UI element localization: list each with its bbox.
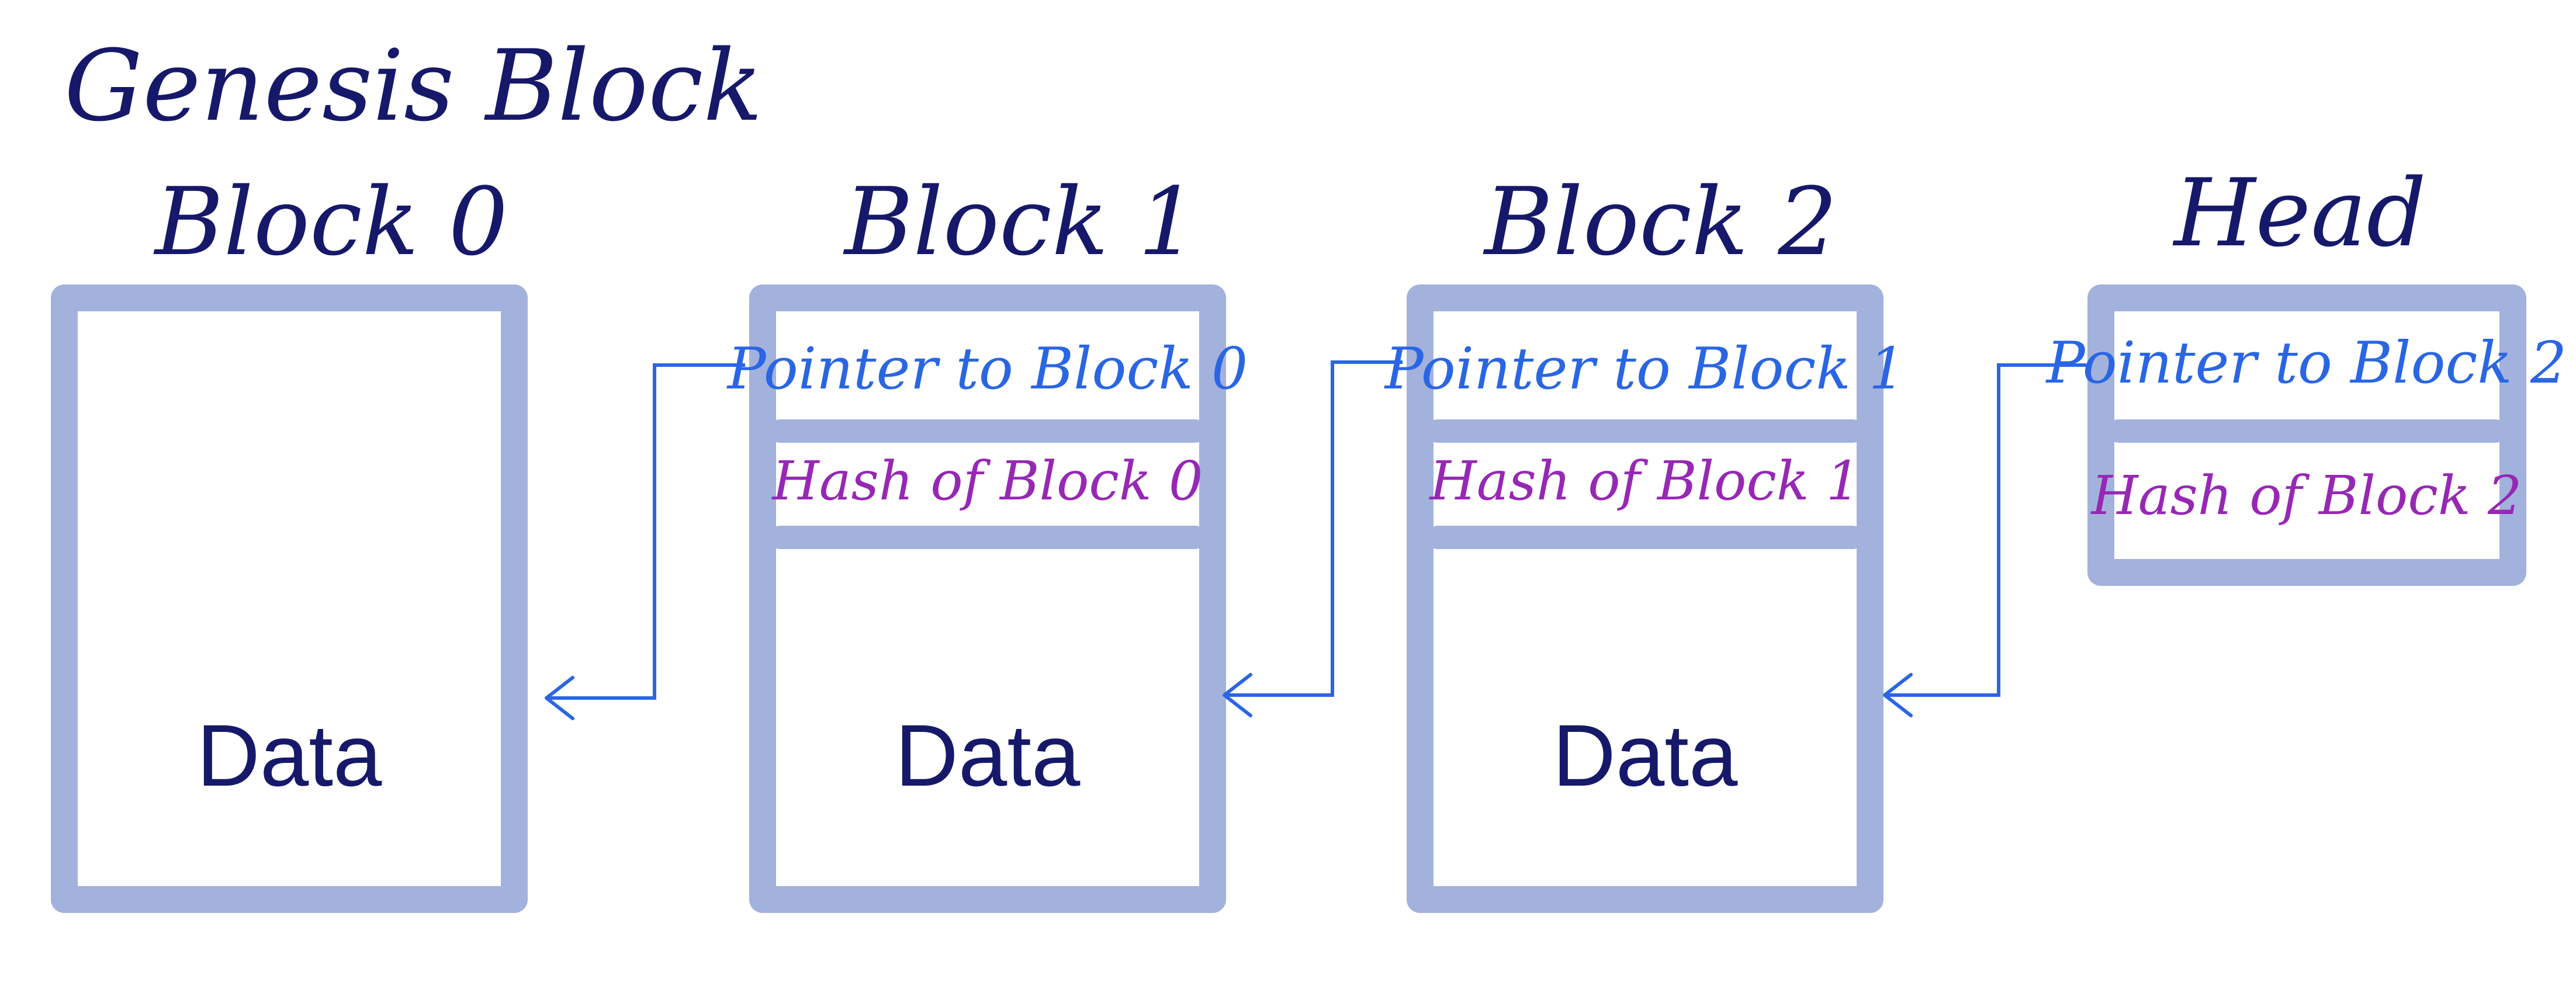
head-label: Head [2172, 158, 2426, 268]
block-0-frame [51, 284, 528, 913]
head-hash-field: Hash of Block 2 [2090, 464, 2522, 527]
block-1-hash-field: Hash of Block 0 [771, 450, 1203, 512]
block-2-frame [1407, 284, 1883, 913]
pointer-arrow-head-to-block2 [1883, 363, 2086, 717]
diagram-title: Genesis Block [64, 29, 763, 143]
block-1-data: Data [895, 706, 1081, 804]
block-0-data: Data [197, 706, 382, 804]
block-2: Pointer to Block 1 Hash of Block 1 Data [1384, 284, 1905, 913]
block-1-label: Block 1 [843, 167, 1197, 276]
block-2-label: Block 2 [1483, 167, 1837, 276]
head-pointer-field: Pointer to Block 2 [2045, 330, 2567, 397]
head-frame [2087, 284, 2526, 586]
block-0-label: Block 0 [153, 167, 508, 276]
head-block: Pointer to Block 2 Hash of Block 2 [2045, 284, 2567, 586]
block-0: Data [51, 284, 528, 913]
block-2-data: Data [1553, 706, 1738, 804]
block-1-pointer-field: Pointer to Block 0 [726, 336, 1248, 402]
block-1-frame [749, 284, 1226, 913]
pointer-arrow-block1-to-block0 [545, 363, 745, 720]
pointer-arrow-block2-to-block1 [1223, 360, 1403, 717]
block-2-pointer-field: Pointer to Block 1 [1384, 336, 1905, 402]
block-1: Pointer to Block 0 Hash of Block 0 Data [726, 284, 1248, 913]
block-2-hash-field: Hash of Block 1 [1429, 450, 1861, 512]
